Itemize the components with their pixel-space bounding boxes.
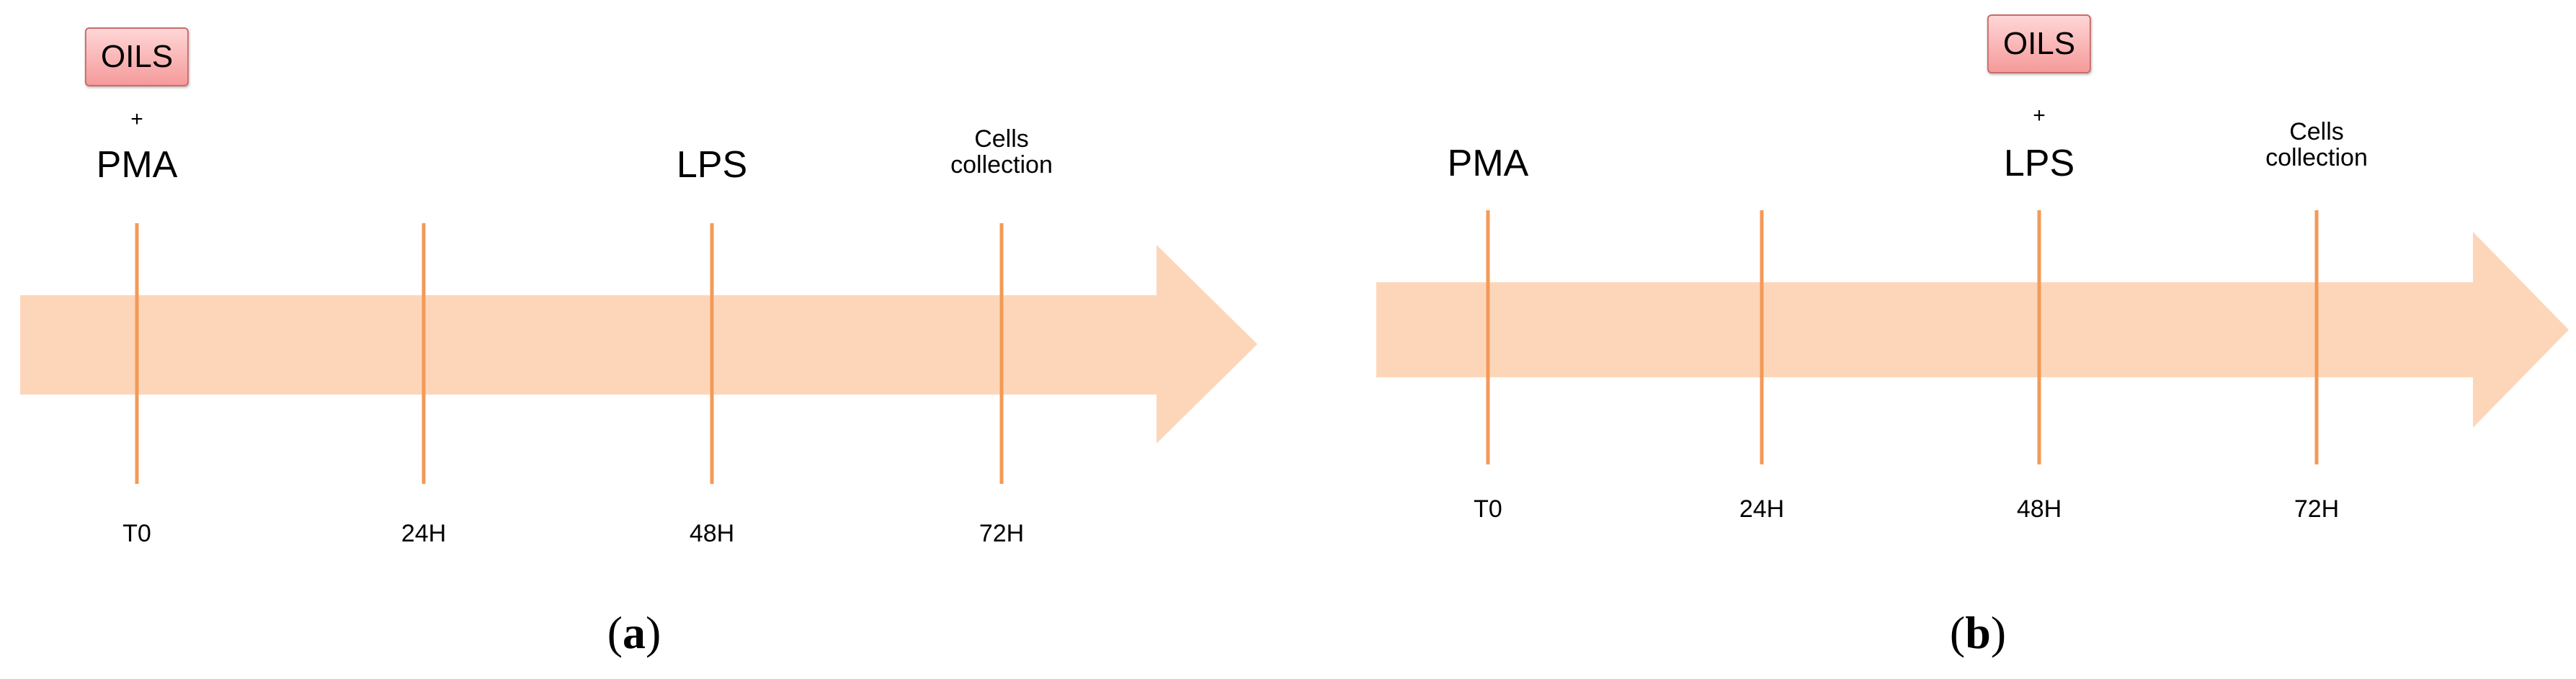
timepoint-label-24h: 24H — [401, 520, 447, 547]
timeline-arrow — [1376, 232, 2569, 428]
cells-collection-line-1: Cells — [2289, 118, 2344, 145]
event-lps: LPS — [676, 144, 748, 186]
timepoint-label-t0: T0 — [1474, 495, 1502, 523]
oils-label: OILS — [100, 39, 174, 74]
cells-collection-line-2: collection — [950, 150, 1053, 179]
caption-letter: a — [623, 607, 646, 658]
cells-collection-line-1: Cells — [974, 125, 1029, 153]
panel-caption-a: (a) — [607, 607, 661, 658]
oils-box: OILS — [84, 27, 190, 86]
panel-b: OILS + PMA LPS Cells collection T0 24H 4… — [1355, 0, 2576, 679]
plus-sign: + — [2033, 104, 2046, 127]
caption-letter: b — [1965, 607, 1991, 658]
timepoint-label-48h: 48H — [2016, 495, 2062, 523]
cells-collection-line-2: collection — [2265, 143, 2368, 171]
timeline-a-graphic — [20, 223, 1257, 484]
plus-sign: + — [130, 107, 143, 131]
cells-collection-label: Cells collection — [950, 125, 1053, 179]
timeline-arrow — [20, 245, 1257, 444]
event-pma: PMA — [1447, 143, 1529, 184]
timepoint-label-t0: T0 — [122, 520, 151, 547]
event-lps: LPS — [2003, 143, 2075, 184]
timepoint-label-24h: 24H — [1739, 495, 1785, 523]
timepoint-label-72h: 72H — [2294, 495, 2340, 523]
panel-caption-b: (b) — [1949, 607, 2007, 658]
oils-label: OILS — [2002, 26, 2076, 61]
cells-collection-label: Cells collection — [2265, 118, 2368, 171]
timepoint-label-72h: 72H — [979, 520, 1025, 547]
timeline-b-graphic — [1376, 210, 2569, 464]
panel-a: OILS + PMA LPS Cells collection T0 24H 4… — [0, 0, 1283, 679]
event-pma: PMA — [96, 144, 178, 186]
timepoint-label-48h: 48H — [689, 520, 735, 547]
oils-box: OILS — [1987, 14, 2092, 73]
